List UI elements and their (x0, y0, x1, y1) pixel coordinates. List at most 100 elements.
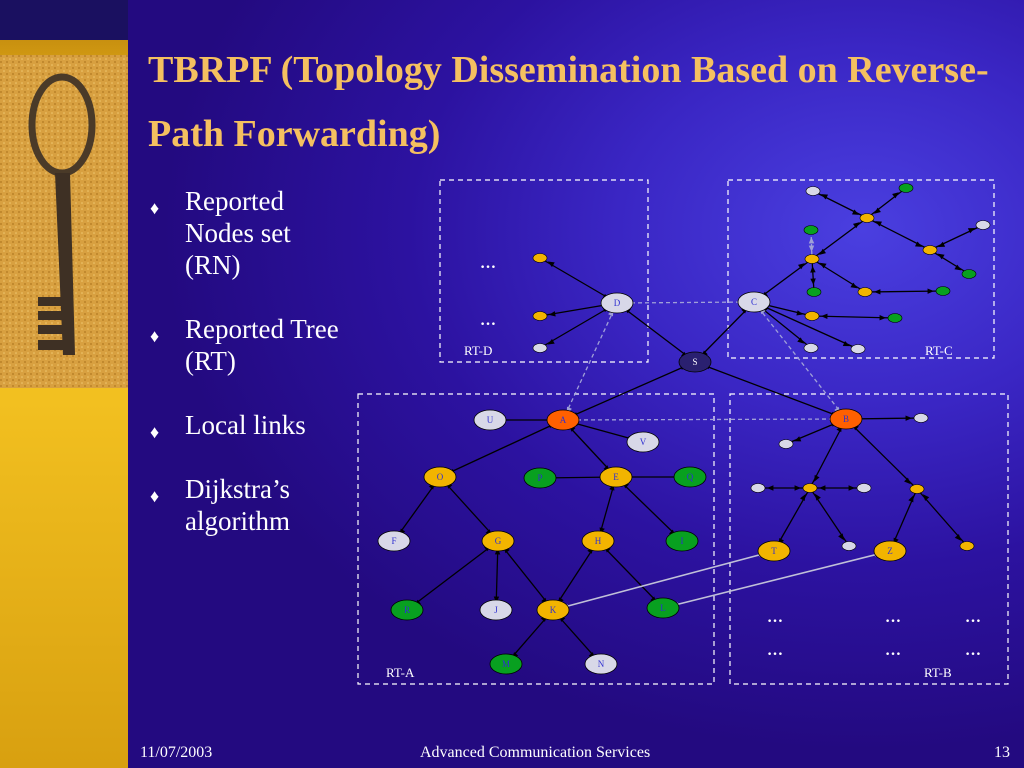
small-node (803, 225, 819, 235)
node-label: U (487, 415, 494, 425)
node-f (377, 530, 411, 552)
bullet-text: Dijkstra’s algorithm (185, 474, 290, 536)
arrowhead-icon (819, 485, 826, 491)
diamond-bullet-icon: ♦ (150, 422, 160, 442)
arrowhead-icon (851, 209, 859, 215)
link-edge (497, 540, 554, 611)
ellipsis-text: … (480, 312, 496, 329)
link-edge (597, 540, 664, 609)
node-l (646, 597, 680, 619)
arrowhead-icon (852, 222, 860, 229)
bullet-text: Reported Tree (RT) (185, 314, 339, 376)
diamond-bullet-icon: ♦ (150, 198, 160, 218)
node-h (581, 530, 615, 552)
ellipsis-text: … (965, 609, 981, 626)
arrowhead-icon (810, 265, 816, 273)
link-edge (439, 419, 564, 478)
region-label: RT-C (925, 343, 953, 358)
arrowhead-icon (808, 245, 815, 253)
small-node (922, 245, 938, 255)
node-t (757, 540, 791, 562)
ellipsis-text: … (885, 642, 901, 659)
bullet-text: Local links (185, 410, 306, 440)
region-box-0 (439, 179, 649, 363)
dashed-edge (753, 301, 847, 420)
arrowhead-icon (927, 288, 935, 294)
small-node (959, 541, 975, 551)
arrowhead-icon (873, 289, 881, 295)
small-node (859, 213, 875, 223)
arrowhead-icon (874, 207, 881, 214)
arrowhead-icon (905, 415, 913, 421)
arrowhead-icon (547, 261, 555, 268)
node-j (479, 599, 513, 621)
arrowhead-icon (954, 264, 962, 271)
small-node (532, 343, 548, 353)
footer-title: Advanced Communication Services (420, 744, 651, 761)
link-edge (694, 361, 847, 420)
node-label: Z (887, 546, 893, 556)
small-node (975, 220, 991, 230)
bullet-item: ♦Dijkstra’s algorithm (150, 473, 350, 537)
arrowhead-icon (922, 494, 930, 501)
node-m (489, 653, 523, 675)
node-label: P (537, 473, 542, 483)
node-z (873, 540, 907, 562)
arrowhead-icon (820, 313, 828, 320)
small-node (805, 186, 821, 196)
footer-page-number: 13 (994, 744, 1010, 761)
arrowhead-icon (799, 494, 806, 502)
link-edge (811, 258, 815, 293)
node-label: K (550, 605, 557, 615)
node-s (678, 351, 712, 373)
arrowhead-icon (547, 338, 555, 345)
node-label: C (751, 297, 757, 307)
small-node (532, 253, 548, 263)
link-edge (753, 301, 859, 350)
dashed-edge (616, 301, 755, 304)
small-node (850, 344, 866, 354)
node-v (626, 431, 660, 453)
link-edge (811, 258, 866, 293)
small-node (750, 483, 766, 493)
link-edge (812, 190, 868, 219)
link-edge (811, 217, 868, 260)
small-node (887, 313, 903, 323)
small-node (802, 483, 818, 493)
node-label: S (692, 357, 697, 367)
bullet-text: Reported Nodes set (RN) (185, 186, 291, 280)
node-i (665, 530, 699, 552)
region-label: RT-A (386, 665, 415, 680)
arrowhead-icon (815, 493, 821, 501)
small-node (806, 287, 822, 297)
small-node (961, 269, 977, 279)
link-edge (615, 476, 683, 542)
diamond-bullet-icon: ♦ (150, 326, 160, 346)
arrowhead-icon (908, 495, 914, 503)
arrowhead-icon (794, 436, 802, 442)
node-label: M (502, 659, 510, 669)
node-label: B (843, 414, 849, 424)
arrowhead-icon (892, 192, 899, 199)
key-image (0, 55, 128, 388)
node-label: N (598, 659, 605, 669)
small-node (804, 311, 820, 321)
arrowhead-icon (819, 248, 827, 255)
small-node (909, 484, 925, 494)
ellipsis-text: … (767, 609, 783, 626)
arrowhead-icon (810, 278, 816, 286)
bullet-item: ♦ Reported Tree (RT) (150, 313, 350, 377)
ellipsis-text: … (767, 642, 783, 659)
arrowhead-icon (821, 194, 829, 200)
node-label: Q (687, 472, 694, 482)
bullet-list: ♦ Reported Nodes set (RN) ♦ Reported Tree … (150, 185, 350, 569)
dashed-edge (562, 302, 618, 421)
node-label: G (495, 536, 502, 546)
node-label: L (660, 603, 666, 613)
arrowhead-icon (879, 314, 887, 321)
small-node (913, 413, 929, 423)
link-edge (845, 418, 918, 490)
node-label: J (494, 605, 498, 615)
node-u (473, 409, 507, 431)
